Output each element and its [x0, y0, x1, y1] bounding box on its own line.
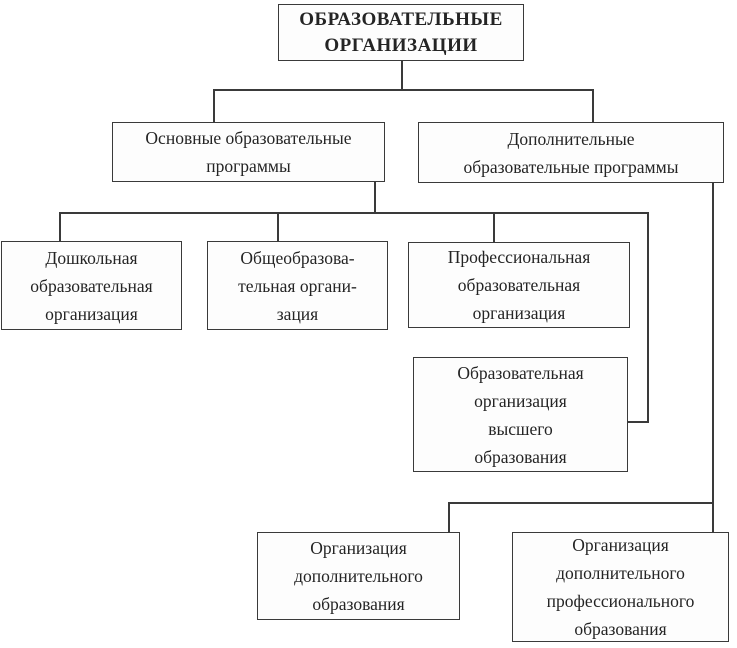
node-text-line: дополнительного	[556, 563, 685, 583]
node-text-line: Дополнительные	[507, 128, 635, 149]
connector-drop-general-education	[277, 212, 279, 241]
node-text-line: ОРГАНИЗАЦИИ	[324, 34, 478, 56]
node-text-line: Профессиональная	[447, 247, 591, 267]
node-text-line: образовательная	[30, 275, 153, 296]
node-text-line: дополнительного	[294, 566, 423, 586]
node-additional-professional-education-organization: Организация дополнительного профессионал…	[512, 532, 729, 642]
node-text-line: зация	[276, 303, 319, 324]
node-text-line: Основные образовательные	[145, 128, 352, 148]
node-text-line: организация	[45, 303, 138, 324]
connector-additional-programs-stem	[712, 183, 714, 503]
node-additional-educational-programs: Дополнительные образовательные программы	[418, 122, 724, 183]
node-text-line: Образовательная	[457, 362, 584, 383]
connector-drop-preschool	[59, 212, 61, 241]
node-text-line: программы	[206, 156, 291, 176]
connector-bottom-rail	[448, 502, 714, 504]
node-text-line: образования	[312, 594, 405, 614]
node-text-line: Организация	[310, 538, 407, 558]
connector-level3-rail	[59, 212, 649, 214]
node-text-line: образовательная	[457, 275, 581, 295]
node-text-line: образования	[474, 446, 567, 467]
node-text-line: Дошкольная	[45, 247, 138, 268]
node-main-educational-programs: Основные образовательные программы	[112, 122, 385, 182]
connector-higher-education-elbow	[628, 421, 649, 423]
connector-drop-higher-education-vertical	[647, 212, 649, 422]
node-text-line: Общеобразова-	[240, 247, 355, 268]
connector-drop-additional-education	[448, 502, 450, 532]
node-text-line: Организация	[572, 535, 669, 555]
connector-main-programs-stem	[374, 182, 376, 213]
connector-root-stem	[401, 61, 403, 90]
node-higher-education-organization: Образовательная организация высшего обра…	[413, 357, 628, 472]
node-text-line: тельная органи-	[238, 275, 357, 296]
node-text-line: образовательные программы	[463, 156, 679, 177]
node-educational-organizations: ОБРАЗОВАТЕЛЬНЫЕ ОРГАНИЗАЦИИ	[278, 4, 524, 61]
node-text-line: высшего	[488, 418, 553, 439]
node-text-line: профессионального	[546, 591, 695, 611]
connector-drop-additional-programs	[592, 89, 594, 122]
node-text-line: образования	[574, 619, 667, 639]
connector-drop-professional	[493, 212, 495, 242]
node-text-line: ОБРАЗОВАТЕЛЬНЫЕ	[299, 8, 503, 30]
node-text-line: организация	[472, 303, 566, 323]
node-professional-organization: Профессиональная образовательная организ…	[408, 242, 630, 328]
node-text-line: организация	[474, 390, 567, 411]
node-preschool-organization: Дошкольная образовательная организация	[1, 241, 182, 330]
connector-drop-main-programs	[213, 89, 215, 122]
node-additional-education-organization: Организация дополнительного образования	[257, 532, 460, 620]
node-general-education-organization: Общеобразова- тельная органи- зация	[207, 241, 388, 330]
connector-drop-additional-professional-education	[712, 502, 714, 532]
connector-level2-rail	[213, 89, 594, 91]
